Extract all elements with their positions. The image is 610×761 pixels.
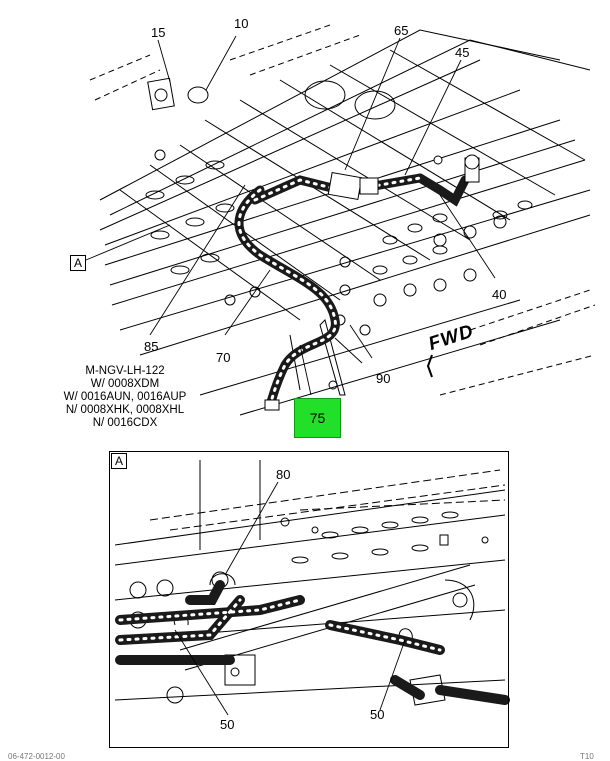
callout-15: 15 — [151, 25, 166, 40]
detail-leaders — [174, 481, 406, 716]
fwd-arrow-icon — [426, 354, 433, 378]
detail-view-label: A — [111, 453, 127, 469]
note-line: N/ 0016CDX — [92, 417, 158, 429]
leader-lines — [85, 35, 496, 396]
highlighted-part-75[interactable]: 75 — [294, 398, 341, 438]
callout-90: 90 — [376, 371, 391, 386]
note-line: W/ 0016AUN, 0016AUP — [63, 391, 187, 403]
callout-70: 70 — [216, 350, 231, 365]
callout-10: 10 — [234, 16, 249, 31]
callout-40: 40 — [492, 287, 507, 302]
callout-50-right: 50 — [370, 707, 385, 722]
callout-85: 85 — [144, 339, 159, 354]
callout-75: 75 — [309, 410, 326, 426]
detail-view-a — [109, 451, 509, 748]
footer-document-id: 06-472-0012-00 — [8, 752, 65, 761]
fittings — [264, 154, 480, 411]
applicability-notes: M-NGV-LH-122 W/ 0008XDM W/ 0016AUN, 0016… — [45, 365, 205, 430]
note-line: N/ 0008XHK, 0008XHL — [65, 404, 185, 416]
callout-45: 45 — [455, 45, 470, 60]
footer-page-id: T10 — [580, 752, 594, 761]
note-line: W/ 0008XDM — [90, 378, 160, 390]
callout-65: 65 — [394, 23, 409, 38]
floor-frame — [89, 24, 596, 416]
callout-50-left: 50 — [220, 717, 235, 732]
detail-reference-label: A — [70, 255, 86, 271]
callout-80: 80 — [276, 467, 291, 482]
note-line: M-NGV-LH-122 — [85, 365, 165, 377]
